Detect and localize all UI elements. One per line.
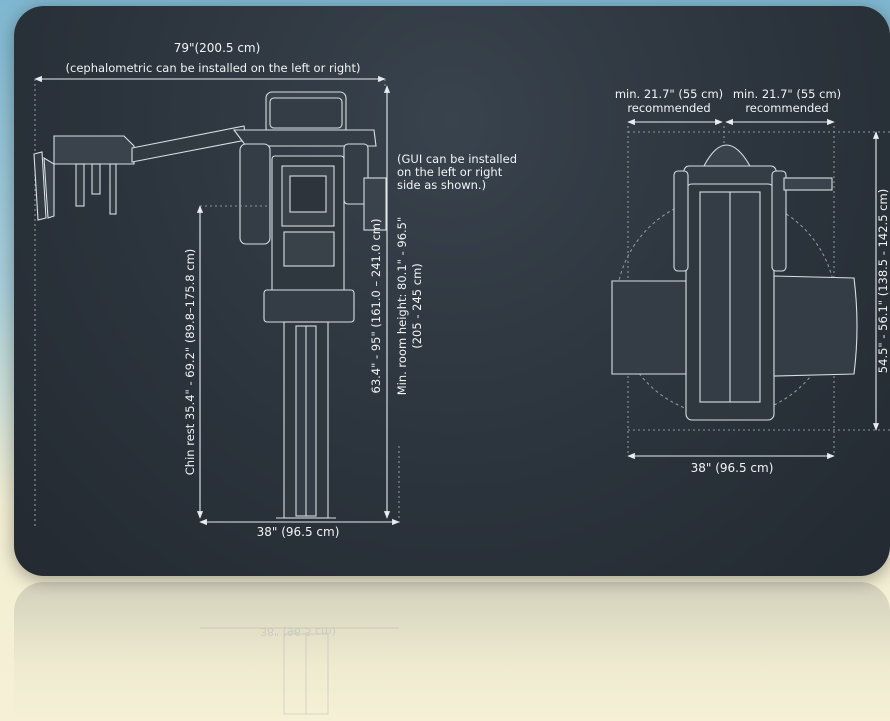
- top-unit: [611, 144, 858, 421]
- gui-note: (GUI can be installed on the left or rig…: [397, 152, 517, 192]
- room-height-label-2: (205 - 245 cm): [410, 263, 424, 349]
- width-dim-label: 79"(200.5 cm): [174, 41, 261, 55]
- reflection-label: 38" (96.5 cm): [260, 625, 336, 638]
- gui-note-line-1: (GUI can be installed: [397, 152, 517, 166]
- clearance-right-label-2: recommended: [745, 101, 828, 115]
- side-view: [33, 75, 400, 526]
- gui-note-line-3: side as shown.): [397, 178, 486, 192]
- side-base-width-label: 38" (96.5 cm): [257, 525, 340, 539]
- top-base-width-label: 38" (96.5 cm): [691, 461, 774, 475]
- clearance-right-label-1: min. 21.7" (55 cm): [733, 87, 841, 101]
- top-view: [611, 118, 890, 460]
- depth-label: 54.5" - 56.1" (138.5 - 142.5 cm): [876, 189, 890, 373]
- cephalostat-arm: [33, 125, 247, 221]
- main-unit: [232, 91, 387, 323]
- panel-reflection: 38" (96.5 cm): [14, 582, 890, 721]
- column: [276, 321, 336, 519]
- dimension-diagram-panel: 79"(200.5 cm) (cephalometric can be inst…: [14, 6, 890, 576]
- width-note-label: (cephalometric can be installed on the l…: [66, 61, 361, 75]
- reflection-drawing: 38" (96.5 cm): [200, 625, 399, 715]
- clearance-left-label-2: recommended: [627, 101, 710, 115]
- height-range-label: 63.4" - 95" (161.0 – 241.0 cm): [369, 219, 383, 394]
- gui-note-line-2: on the left or right: [397, 165, 503, 179]
- clearance-left-label-1: min. 21.7" (55 cm): [615, 87, 723, 101]
- dimension-drawing: 79"(200.5 cm) (cephalometric can be inst…: [33, 41, 890, 539]
- chin-rest-label: Chin rest 35.4" - 69.2" (89.8–175.8 cm): [183, 249, 197, 476]
- room-height-label-1: Min. room height: 80.1" - 96.5": [395, 217, 409, 396]
